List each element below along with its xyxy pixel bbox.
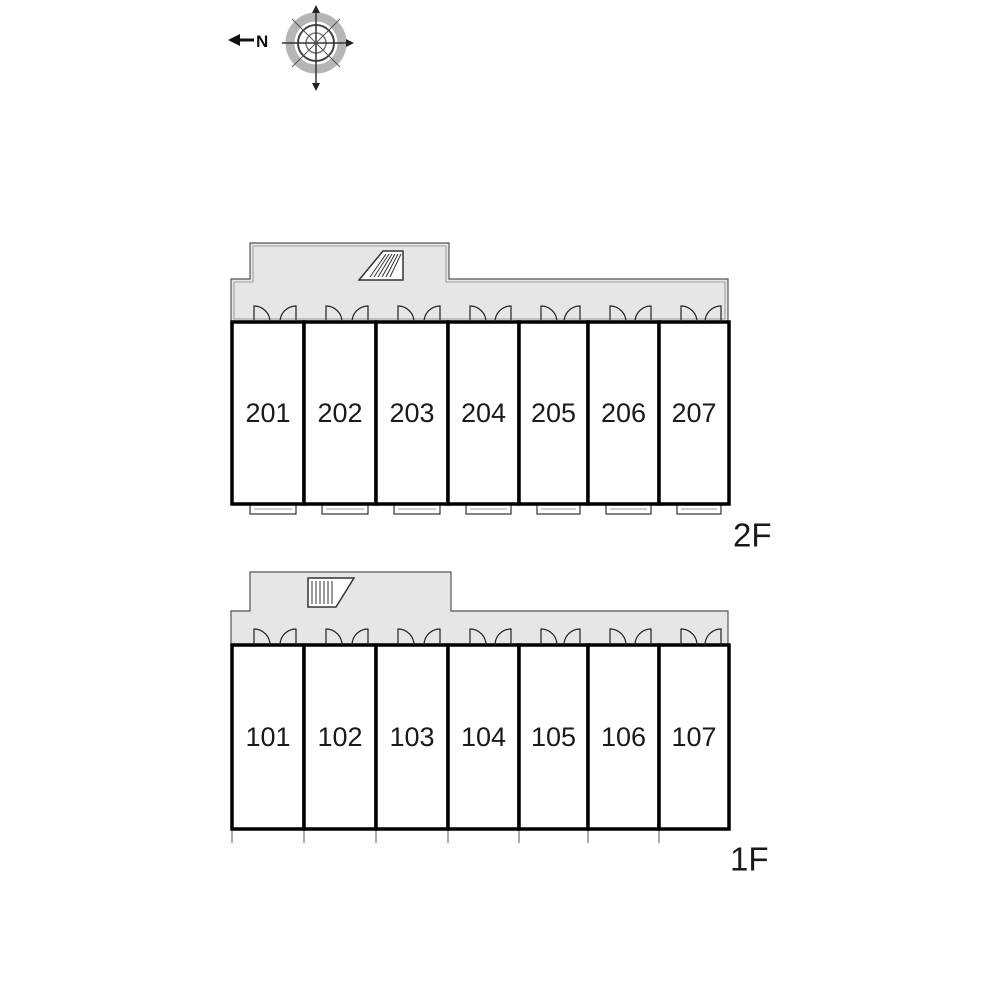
unit-label: 204 <box>461 398 506 428</box>
door-icon <box>563 628 581 646</box>
unit-label: 106 <box>601 722 646 752</box>
unit-label: 202 <box>317 398 362 428</box>
door-icon <box>609 628 627 646</box>
door-icon <box>351 628 369 646</box>
door-icon <box>680 628 698 646</box>
door-icon <box>423 628 441 646</box>
unit-101: 101 <box>230 628 306 843</box>
door-icon <box>704 628 722 646</box>
corridor-2f <box>230 242 729 323</box>
door-icon <box>469 628 487 646</box>
door-icon <box>704 305 722 323</box>
floor-1f-plan: 101 102 103 104 105 106 107 1F <box>230 571 769 878</box>
compass-icon: N <box>228 5 354 91</box>
door-icon <box>325 628 343 646</box>
unit-box <box>586 320 661 506</box>
unit-box <box>517 643 590 831</box>
unit-207: 207 <box>657 305 731 515</box>
door-icon <box>397 628 415 646</box>
unit-202: 202 <box>302 305 378 515</box>
door-icon <box>253 628 271 646</box>
door-icon <box>609 305 627 323</box>
unit-205: 205 <box>517 305 590 515</box>
unit-107: 107 <box>657 628 731 843</box>
unit-label: 102 <box>317 722 362 752</box>
door-icon <box>351 305 369 323</box>
door-icon <box>494 305 512 323</box>
door-icon <box>494 628 512 646</box>
unit-label: 203 <box>389 398 434 428</box>
unit-204: 204 <box>446 305 521 515</box>
unit-box <box>586 643 661 831</box>
unit-box <box>230 320 306 506</box>
unit-label: 104 <box>461 722 506 752</box>
floor-label-2f: 2F <box>733 517 772 554</box>
unit-104: 104 <box>446 628 521 843</box>
door-icon <box>634 305 652 323</box>
unit-label: 101 <box>245 722 290 752</box>
unit-102: 102 <box>302 628 378 843</box>
unit-label: 103 <box>389 722 434 752</box>
unit-label: 107 <box>671 722 716 752</box>
corridor-1f <box>230 571 729 646</box>
unit-label: 105 <box>531 722 576 752</box>
unit-label: 207 <box>671 398 716 428</box>
door-icon <box>325 305 343 323</box>
unit-103: 103 <box>374 628 450 843</box>
staircase-icon <box>307 577 356 608</box>
unit-105: 105 <box>517 628 590 843</box>
unit-label: 206 <box>601 398 646 428</box>
unit-201: 201 <box>230 305 306 515</box>
unit-box <box>302 643 378 831</box>
floor-label-1f: 1F <box>730 841 769 878</box>
unit-106: 106 <box>586 628 661 843</box>
unit-label: 201 <box>245 398 290 428</box>
unit-box <box>374 320 450 506</box>
door-icon <box>680 305 698 323</box>
staircase-icon <box>357 250 404 281</box>
door-icon <box>540 305 558 323</box>
unit-box <box>657 320 731 506</box>
north-letter: N <box>256 32 268 51</box>
door-icon <box>540 628 558 646</box>
door-icon <box>634 628 652 646</box>
unit-203: 203 <box>374 305 450 515</box>
door-icon <box>253 305 271 323</box>
unit-206: 206 <box>586 305 661 515</box>
unit-box <box>517 320 590 506</box>
unit-label: 205 <box>531 398 576 428</box>
door-icon <box>279 305 297 323</box>
door-icon <box>397 305 415 323</box>
floor-2f-plan: 201 202 203 204 205 206 207 2F <box>230 242 772 554</box>
door-icon <box>423 305 441 323</box>
unit-box <box>657 643 731 831</box>
door-icon <box>279 628 297 646</box>
door-icon <box>563 305 581 323</box>
door-icon <box>469 305 487 323</box>
unit-box <box>230 643 306 831</box>
